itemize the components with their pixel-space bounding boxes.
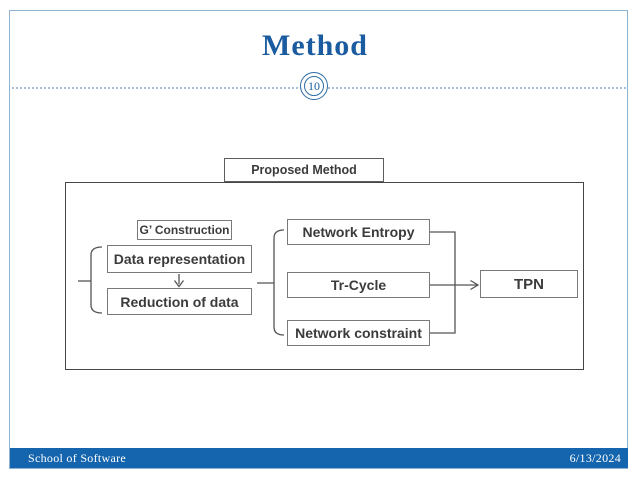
page-number: 10 bbox=[308, 78, 320, 93]
page-number-ring: 10 bbox=[304, 76, 324, 96]
merge-line bbox=[430, 231, 456, 334]
box-tpn: TPN bbox=[480, 270, 578, 298]
right-brace bbox=[273, 229, 285, 336]
footer-bar: School of Software 6/13/2024 bbox=[10, 448, 628, 468]
box-data-representation: Data representation bbox=[107, 245, 252, 273]
box-network-constraint: Network constraint bbox=[287, 320, 430, 346]
box-tr-cycle: Tr-Cycle bbox=[287, 272, 430, 298]
diagram-outer-rectangle bbox=[65, 182, 584, 370]
box-reduction-of-data: Reduction of data bbox=[107, 288, 252, 315]
box-g-prime-construction: G’ Construction bbox=[137, 220, 232, 240]
left-brace bbox=[90, 246, 103, 314]
footer-school-name: School of Software bbox=[28, 450, 127, 465]
box-network-entropy: Network Entropy bbox=[287, 219, 430, 245]
box-proposed-method: Proposed Method bbox=[224, 158, 384, 182]
down-arrow-head bbox=[173, 280, 185, 288]
slide-title: Method bbox=[262, 29, 368, 62]
slide-frame-border bbox=[9, 10, 628, 469]
footer-date: 6/13/2024 bbox=[569, 450, 621, 465]
page-number-badge: 10 bbox=[300, 72, 328, 100]
tpn-arrow-head bbox=[470, 279, 480, 291]
